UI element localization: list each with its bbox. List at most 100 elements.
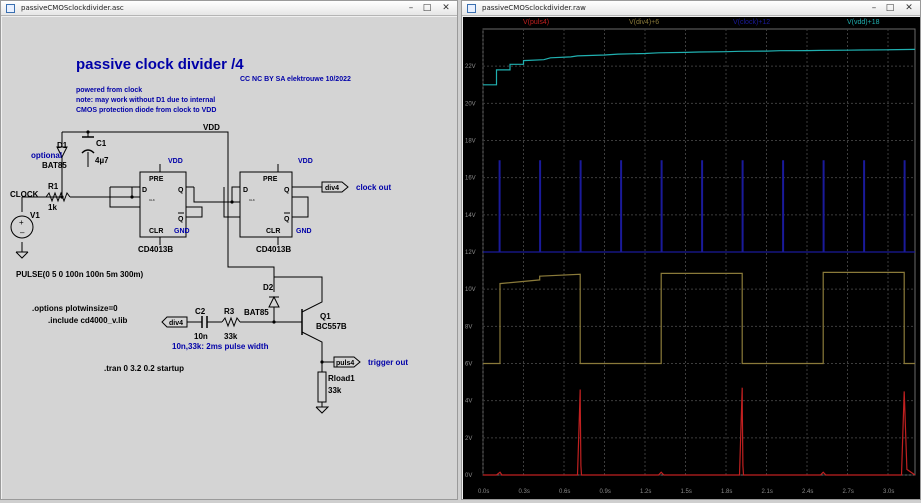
c2-name: C2	[195, 307, 206, 316]
ff2-clr: CLR	[266, 228, 280, 235]
transistor-q1[interactable]: Q1 BC557B	[301, 309, 347, 335]
ff1-pre: PRE	[149, 176, 164, 183]
series-line-v-vdd--18	[483, 48, 916, 86]
y-tick-label: 6V	[465, 362, 472, 368]
div4-in-tag-label: div4	[169, 320, 183, 327]
q1-model: BC557B	[316, 322, 347, 331]
ff1-vdd: VDD	[168, 158, 183, 165]
trace-label-puls4[interactable]: V(puls4)	[523, 19, 549, 26]
maximize-button[interactable]: □	[422, 3, 432, 13]
trace-label-div4[interactable]: V(div4)+6	[629, 19, 659, 26]
x-tick-label: 0.9s	[600, 489, 611, 495]
ff2-pre: PRE	[263, 176, 278, 183]
series-line-v-clock--12	[483, 160, 915, 253]
trace-label-vdd[interactable]: V(vdd)+18	[847, 19, 880, 26]
note-line-3: CMOS protection diode from clock to VDD	[76, 107, 216, 114]
diode-d1[interactable]: D1 optional BAT85	[31, 141, 68, 170]
schematic-drawing[interactable]: passive clock divider /4 CC NC BY SA ele…	[2, 17, 457, 499]
clock-out-label: clock out	[356, 183, 391, 192]
ff1-qbar: Q	[178, 216, 184, 223]
ff2-qbar: Q	[284, 216, 290, 223]
puls4-output-tag[interactable]: puls4 trigger out	[333, 356, 408, 368]
flipflop-2[interactable]: PRE D Q Q CLK CLR VDD GND CD4013B	[239, 158, 313, 254]
ff1-q: Q	[178, 187, 184, 194]
ff1-clr: CLR	[149, 228, 163, 235]
resistor-r3[interactable]: R3 33k	[221, 307, 241, 341]
note-line-1: powered from clock	[76, 87, 142, 94]
directive-tran[interactable]: .tran 0 3.2 0.2 startup	[104, 364, 184, 373]
y-tick-label: 2V	[465, 436, 472, 442]
r3-name: R3	[224, 307, 235, 316]
div4-tag-label: div4	[325, 185, 339, 192]
waveform-window[interactable]: passiveCMOSclockdivider.raw – □ ✕ V(puls…	[461, 0, 921, 500]
y-tick-label: 18V	[465, 139, 476, 145]
minimize-button[interactable]: –	[408, 3, 414, 13]
y-tick-label: 4V	[465, 399, 472, 405]
y-tick-label: 22V	[465, 64, 476, 70]
ff2-q: Q	[284, 187, 290, 194]
clock-net-label: CLOCK	[10, 190, 39, 199]
x-tick-label: 2.4s	[802, 489, 813, 495]
waveform-pane[interactable]: V(puls4) V(div4)+6 V(clock)+12 V(vdd)+18…	[463, 17, 920, 499]
minimize-button[interactable]: –	[871, 3, 877, 13]
y-tick-label: 14V	[465, 213, 476, 219]
y-tick-label: 8V	[465, 324, 472, 330]
close-button[interactable]: ✕	[442, 3, 450, 13]
waveform-plot[interactable]: V(puls4) V(div4)+6 V(clock)+12 V(vdd)+18…	[463, 17, 920, 499]
trace-label-clock[interactable]: V(clock)+12	[733, 19, 770, 26]
series-line-v-puls4-	[483, 387, 916, 476]
ground-symbol	[15, 251, 29, 259]
v1-plus-sign: +	[19, 218, 24, 227]
d2-name: D2	[263, 283, 274, 292]
x-tick-label: 0.6s	[559, 489, 570, 495]
div4-input-tag[interactable]: div4	[161, 316, 188, 328]
y-tick-label: 12V	[465, 250, 476, 256]
r1-name: R1	[48, 182, 59, 191]
rload-name: Rload1	[328, 374, 355, 383]
directive-include[interactable]: .include cd4000_v.lib	[48, 316, 128, 325]
wires	[21, 131, 334, 407]
x-tick-label: 1.2s	[640, 489, 651, 495]
x-tick-label: 1.5s	[681, 489, 692, 495]
waveform-titlebar[interactable]: passiveCMOSclockdivider.raw – □ ✕	[462, 1, 920, 16]
schematic-canvas[interactable]: passive clock divider /4 CC NC BY SA ele…	[2, 17, 457, 499]
close-button[interactable]: ✕	[905, 3, 913, 13]
schematic-window[interactable]: passiveCMOSclockdivider.asc – □ ✕ passiv…	[0, 0, 458, 500]
resistor-rload1[interactable]: Rload1 33k	[315, 371, 355, 414]
r3-value: 33k	[224, 332, 238, 341]
schematic-titlebar[interactable]: passiveCMOSclockdivider.asc – □ ✕	[1, 1, 457, 16]
d1-name: D1	[57, 141, 68, 150]
diode-d2[interactable]: D2 BAT85	[244, 283, 280, 317]
y-tick-label: 0V	[465, 473, 472, 479]
circuit-heading: passive clock divider /4	[76, 56, 244, 73]
ff2-d: D	[243, 187, 248, 194]
c2-value: 10n	[194, 332, 208, 341]
r1-value: 1k	[48, 203, 57, 212]
trigger-out-label: trigger out	[368, 358, 408, 367]
capacitor-c2[interactable]: C2 10n	[194, 307, 208, 341]
vdd-net-label: VDD	[203, 123, 220, 132]
x-tick-label: 2.7s	[843, 489, 854, 495]
ff1-gnd: GND	[174, 228, 190, 235]
puls4-tag-label: puls4	[336, 360, 354, 367]
flipflop-1[interactable]: PRE D Q Q CLK CLR VDD GND CD4013B	[138, 158, 190, 254]
x-tick-label: 0.0s	[478, 489, 489, 495]
voltage-source-v1[interactable]: + – V1 PULSE(0 5 0 100n 100n 5m 300m)	[10, 211, 144, 279]
ff2-part: CD4013B	[256, 245, 291, 254]
d1-note: optional	[31, 151, 62, 160]
pulse-width-note: 10n,33k: 2ms pulse width	[172, 342, 269, 351]
resistor-r1[interactable]: CLOCK R1 1k	[10, 182, 71, 212]
directive-options[interactable]: .options plotwinsize=0	[32, 304, 118, 313]
waveform-title: passiveCMOSclockdivider.raw	[482, 4, 586, 12]
ff2-clk: CLK	[249, 198, 255, 202]
d2-model: BAT85	[244, 308, 269, 317]
ff1-d: D	[142, 187, 147, 194]
ff1-part: CD4013B	[138, 245, 173, 254]
capacitor-c1[interactable]: C1 4µ7	[81, 136, 109, 165]
c1-value: 4µ7	[95, 156, 109, 165]
x-tick-label: 2.1s	[762, 489, 773, 495]
div4-output-tag[interactable]: div4 clock out	[321, 181, 391, 193]
schematic-title: passiveCMOSclockdivider.asc	[21, 4, 124, 12]
maximize-button[interactable]: □	[885, 3, 895, 13]
